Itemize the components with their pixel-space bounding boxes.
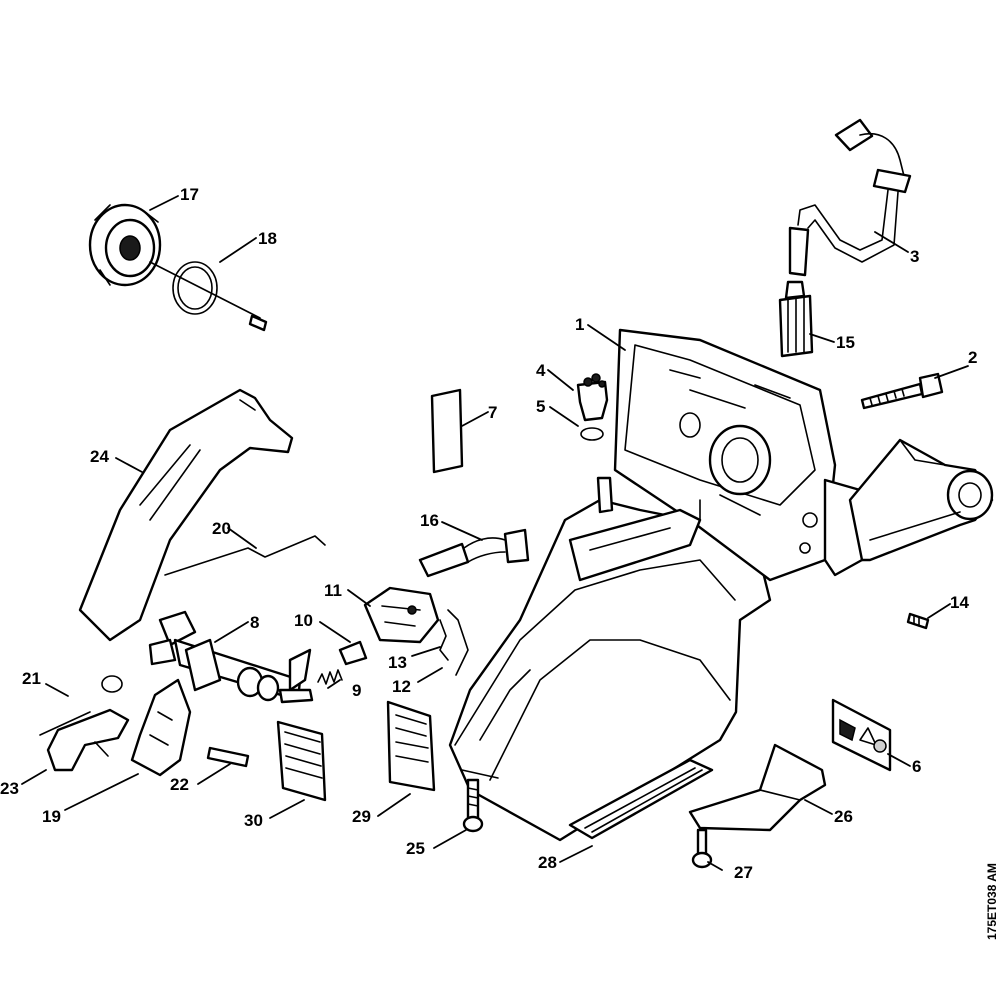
part-pin-22 xyxy=(206,746,250,768)
callout-21: 21 xyxy=(22,669,41,688)
callout-8: 8 xyxy=(250,613,259,632)
part-screw-27 xyxy=(691,828,713,869)
callout-24: 24 xyxy=(90,447,109,466)
callout-12: 12 xyxy=(392,677,411,696)
part-label-6 xyxy=(831,698,892,772)
part-throttle-8 xyxy=(148,610,314,704)
part-housing xyxy=(448,328,994,842)
callout-1: 1 xyxy=(575,315,584,334)
callout-15: 15 xyxy=(836,333,855,352)
part-label-29 xyxy=(386,700,436,792)
callout-29: 29 xyxy=(352,807,371,826)
callout-26: 26 xyxy=(834,807,853,826)
part-o-ring-5 xyxy=(580,427,604,441)
part-clip-13 xyxy=(439,619,449,661)
callout-2: 2 xyxy=(968,348,977,367)
part-screw-14 xyxy=(906,612,930,630)
part-plate-28 xyxy=(568,758,714,840)
callout-7: 7 xyxy=(488,403,497,422)
part-filter-sheet-30 xyxy=(276,720,327,802)
callout-17: 17 xyxy=(180,185,199,204)
document-id: 175ET038 AM xyxy=(985,863,999,940)
callout-18: 18 xyxy=(258,229,277,248)
part-trigger-23 xyxy=(46,708,130,772)
callout-23: 23 xyxy=(0,779,19,798)
part-vent-4 xyxy=(576,373,609,422)
callout-5: 5 xyxy=(536,397,545,416)
callout-22: 22 xyxy=(170,775,189,794)
part-rod-20 xyxy=(164,535,326,576)
part-switch-11 xyxy=(363,586,440,644)
callout-19: 19 xyxy=(42,807,61,826)
callout-27: 27 xyxy=(734,863,753,882)
part-decal-7 xyxy=(430,388,464,474)
callout-11: 11 xyxy=(324,581,342,600)
part-spring-9 xyxy=(317,669,343,685)
part-bracket-26 xyxy=(688,743,827,832)
callout-6: 6 xyxy=(912,757,921,776)
part-block-10 xyxy=(338,640,368,666)
callout-20: 20 xyxy=(212,519,231,538)
callout-3: 3 xyxy=(910,247,919,266)
callout-30: 30 xyxy=(244,811,263,830)
leader-lines xyxy=(21,195,969,871)
part-lever-19 xyxy=(130,678,192,777)
callout-4: 4 xyxy=(536,361,546,380)
callout-13: 13 xyxy=(388,653,407,672)
part-connector-16 xyxy=(418,528,530,578)
part-wire-12 xyxy=(447,609,469,676)
part-spring-21 xyxy=(39,675,123,736)
part-screw-2 xyxy=(860,372,944,410)
callout-16: 16 xyxy=(420,511,439,530)
part-filter-15 xyxy=(778,280,814,358)
callout-14: 14 xyxy=(950,593,969,612)
callout-9: 9 xyxy=(352,681,361,700)
part-starter-17 xyxy=(88,203,261,319)
part-handle-guard-24 xyxy=(78,388,294,642)
part-fuel-hose-3 xyxy=(788,118,912,277)
part-screw-25 xyxy=(462,778,484,833)
part-ring-18 xyxy=(172,261,268,332)
callout-10: 10 xyxy=(294,611,313,630)
callout-28: 28 xyxy=(538,853,557,872)
callout-25: 25 xyxy=(406,839,425,858)
callout-labels: 1 2 3 4 5 6 7 8 9 10 11 12 13 14 15 16 1… xyxy=(0,185,977,882)
